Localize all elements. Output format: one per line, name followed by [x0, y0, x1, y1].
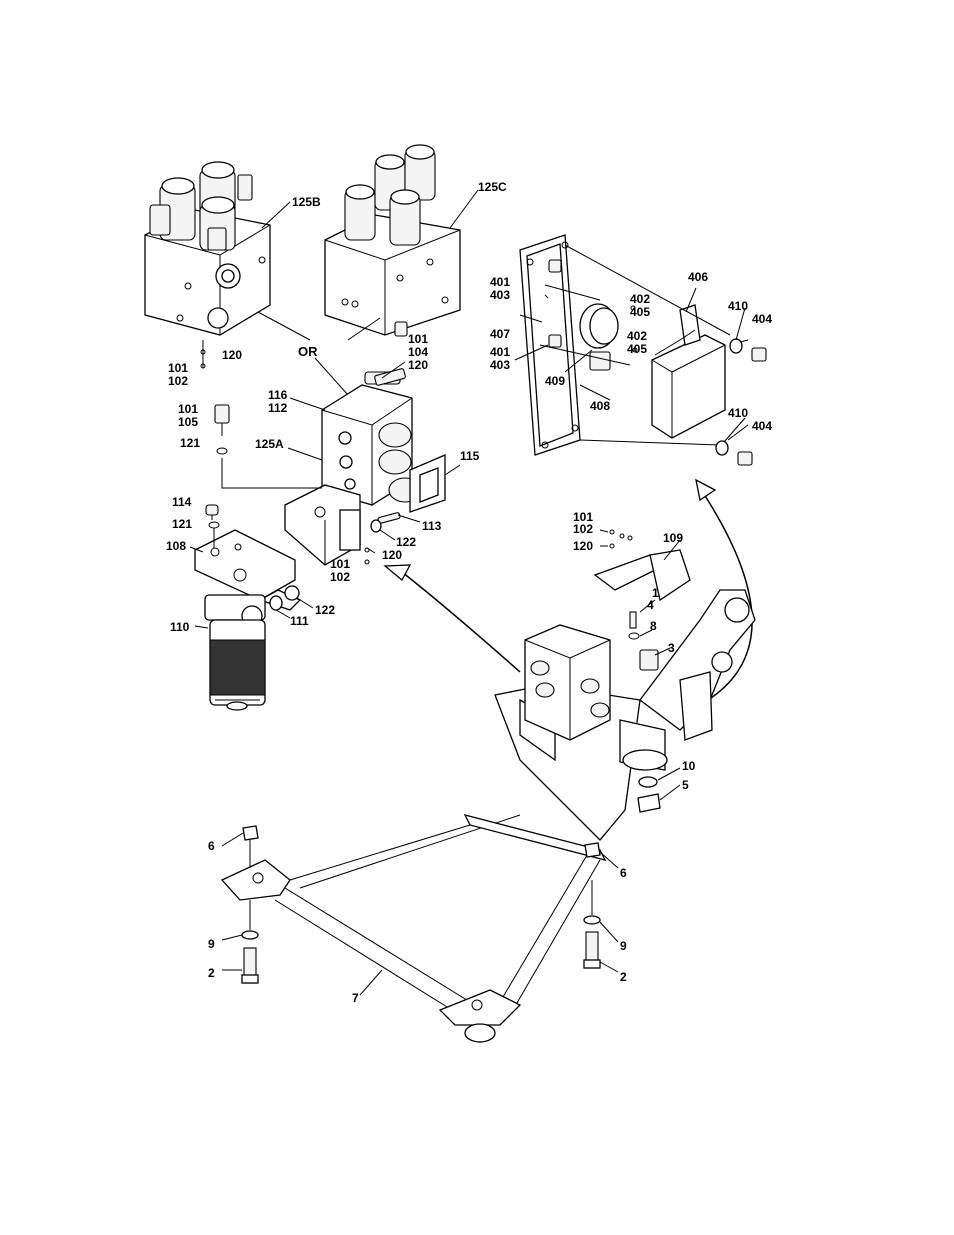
label-8: 8	[650, 619, 657, 633]
label-111: 111	[290, 614, 309, 628]
label-6-a: 6	[208, 839, 215, 853]
label-108: 108	[166, 539, 186, 553]
label-410-a: 410	[728, 299, 748, 313]
label-4: 4	[647, 598, 654, 612]
label-101-r: 101	[408, 332, 428, 346]
label-116: 116	[268, 388, 288, 402]
label-104-r: 104	[408, 345, 428, 359]
label-2-a: 2	[208, 966, 215, 980]
label-9-a: 9	[208, 937, 215, 951]
label-102-top: 102	[168, 374, 188, 388]
label-102-m: 102	[330, 570, 350, 584]
label-122-a: 122	[396, 535, 416, 549]
label-120-m: 120	[382, 548, 402, 562]
label-401-b: 401	[490, 345, 510, 359]
label-401-a: 401	[490, 275, 510, 289]
label-403-a: 403	[490, 288, 510, 302]
label-404-a: 404	[752, 312, 772, 326]
label-101-m: 101	[330, 557, 350, 571]
label-120-top: 120	[222, 348, 242, 362]
label-9-b: 9	[620, 939, 627, 953]
label-102-s: 102	[573, 522, 593, 536]
label-2-b: 2	[620, 970, 627, 984]
label-409: 409	[545, 374, 565, 388]
label-404-b: 404	[752, 419, 772, 433]
label-121-b: 121	[172, 517, 192, 531]
valve-block-125B	[145, 162, 270, 335]
label-7: 7	[352, 991, 359, 1005]
label-410-b: 410	[728, 406, 748, 420]
label-407: 407	[490, 327, 510, 341]
label-115: 115	[460, 449, 480, 463]
label-or: OR	[298, 344, 318, 359]
label-403-b: 403	[490, 358, 510, 372]
label-112: 112	[268, 401, 288, 415]
label-5: 5	[682, 778, 689, 792]
label-406: 406	[688, 270, 708, 284]
label-120-s: 120	[573, 539, 593, 553]
label-105: 105	[178, 415, 198, 429]
label-10: 10	[682, 759, 696, 773]
label-114: 114	[172, 495, 192, 509]
label-408: 408	[590, 399, 610, 413]
label-109: 109	[663, 531, 683, 545]
label-3: 3	[668, 641, 675, 655]
label-101-top: 101	[168, 361, 188, 375]
label-125A: 125A	[255, 437, 284, 451]
mast-frame	[495, 540, 755, 840]
label-405-a: 405	[630, 305, 650, 319]
label-120-r: 120	[408, 358, 428, 372]
base-frame	[222, 815, 605, 1042]
label-405-b: 405	[627, 342, 647, 356]
label-402-b: 402	[627, 329, 647, 343]
filter-assembly	[195, 530, 300, 710]
label-125C: 125C	[478, 180, 507, 194]
label-6-b: 6	[620, 866, 627, 880]
label-402-a: 402	[630, 292, 650, 306]
label-125B: 125B	[292, 195, 321, 209]
valve-block-125C	[325, 145, 460, 336]
mounting-bracket	[285, 485, 360, 565]
label-121-a: 121	[180, 436, 200, 450]
label-110: 110	[170, 620, 190, 634]
label-122-b: 122	[315, 603, 335, 617]
label-101-105: 101	[178, 402, 198, 416]
label-113: 113	[422, 519, 442, 533]
